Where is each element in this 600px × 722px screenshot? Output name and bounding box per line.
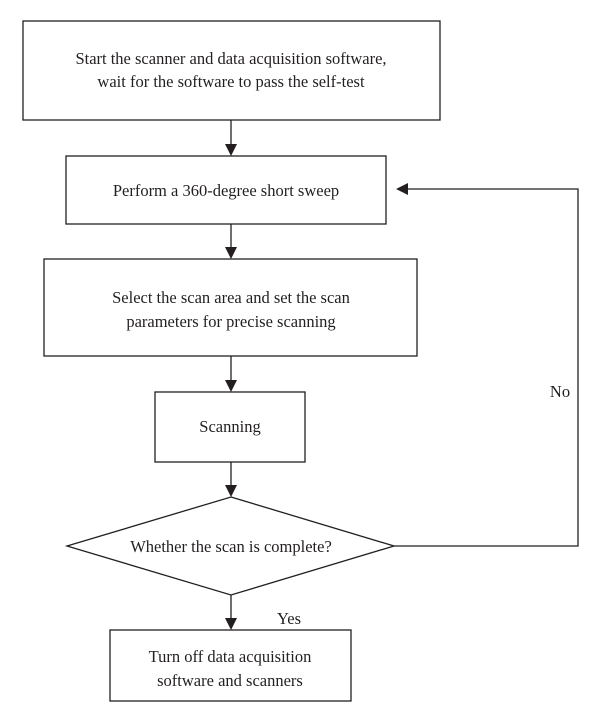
select-box: [43, 258, 418, 357]
arrow-decision-loop-no: [394, 183, 579, 547]
scanning-node: Scanning: [154, 391, 306, 463]
start-box: [22, 20, 441, 121]
start-node: Start the scanner and data acquisition s…: [22, 20, 441, 121]
no-label: No: [550, 382, 570, 401]
sweep-node: Perform a 360-degree short sweep: [65, 155, 387, 225]
select-node: Select the scan area and set the scan pa…: [43, 258, 418, 357]
scanning-box: [154, 391, 306, 463]
decision-text: Whether the scan is complete?: [130, 537, 332, 556]
end-text-line-1: Turn off data acquisition: [149, 647, 312, 666]
decision-node: Whether the scan is complete?: [64, 496, 397, 596]
scanning-text: Scanning: [199, 417, 260, 436]
sweep-text: Perform a 360-degree short sweep: [113, 181, 339, 200]
arrow-scanning-to-decision: [225, 462, 237, 497]
select-text-line-2: parameters for precise scanning: [126, 312, 335, 331]
start-text-line-1: Start the scanner and data acquisition s…: [75, 49, 386, 68]
end-text-line-2: software and scanners: [157, 671, 303, 690]
end-box: [109, 629, 352, 702]
yes-label: Yes: [277, 609, 301, 628]
sweep-box: [65, 155, 387, 225]
arrow-decision-to-end: [225, 595, 237, 630]
select-text-line-1: Select the scan area and set the scan: [112, 288, 350, 307]
start-text-line-2: wait for the software to pass the self-t…: [97, 72, 365, 91]
arrow-sweep-to-select: [225, 224, 237, 259]
arrow-start-to-sweep: [225, 120, 237, 156]
arrow-select-to-scanning: [225, 356, 237, 392]
end-node: Turn off data acquisition software and s…: [109, 629, 352, 702]
